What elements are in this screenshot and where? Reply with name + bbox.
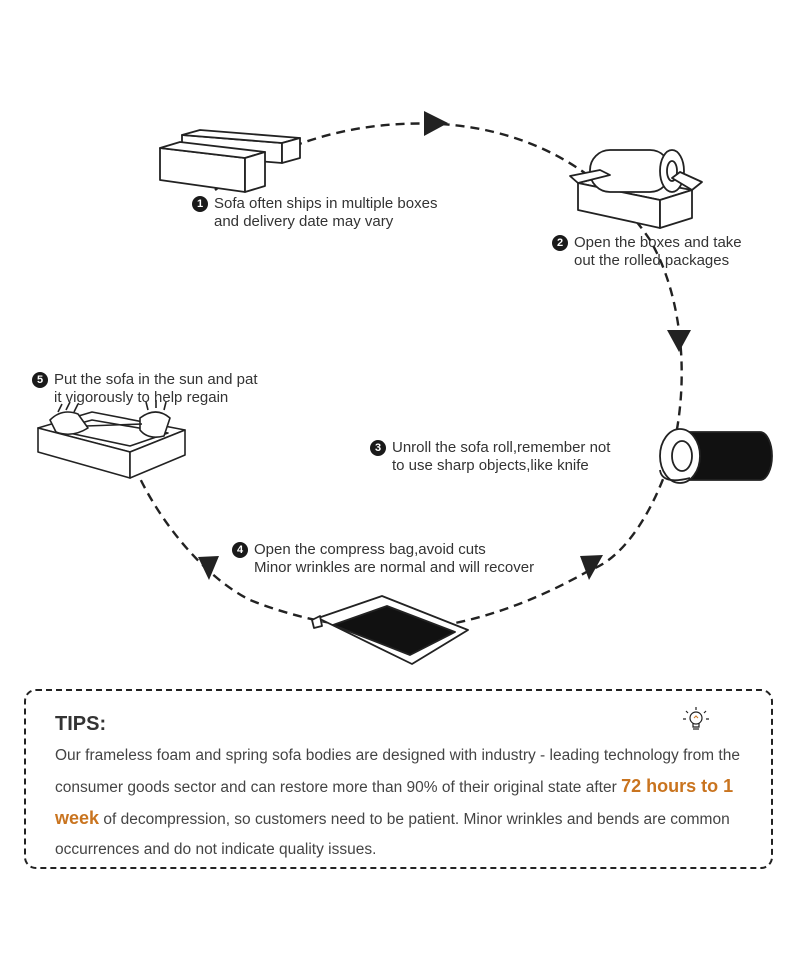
step-3: 3 Unroll the sofa roll,remember not to u… <box>370 439 610 475</box>
step-text-line: and delivery date may vary <box>214 213 394 230</box>
tips-paragraph: Our frameless foam and spring sofa bodie… <box>55 741 755 865</box>
shipping-boxes-icon <box>159 129 301 193</box>
cycle-path <box>128 122 683 630</box>
step-text-line: Minor wrinkles are normal and will recov… <box>254 559 535 576</box>
step-4: 4 Open the compress bag,avoid cuts Minor… <box>232 541 534 577</box>
sofa-roll-icon <box>659 428 773 484</box>
tips-highlight: 72 hours to 1 week <box>55 776 734 828</box>
arrow-head-3 <box>580 555 603 580</box>
step-2: 2 Open the boxes and take out the rolled… <box>552 234 742 270</box>
hands-pat-sofa-icon <box>37 400 186 479</box>
step-number-badge: 5 <box>32 372 48 388</box>
tips-box: TIPS: Our frameless foam and spring sofa… <box>24 689 773 869</box>
compress-bag-icon <box>311 595 469 665</box>
step-text-line: it vigorously to help regain <box>54 389 229 406</box>
step-number-badge: 2 <box>552 235 568 251</box>
arrow-head-2 <box>667 330 691 352</box>
arrow-head-4 <box>198 556 219 580</box>
process-cycle-diagram <box>37 111 773 665</box>
lightbulb-icon <box>683 707 709 730</box>
arrow-head-1 <box>424 111 448 136</box>
step-text-line: Sofa often ships in multiple boxes <box>214 195 438 212</box>
step-text-line: Open the compress bag,avoid cuts <box>254 541 486 558</box>
tips-title: TIPS: <box>55 713 107 735</box>
tips-text-after: of decompression, so customers need to b… <box>55 811 730 858</box>
step-number-badge: 4 <box>232 542 248 558</box>
step-text-line: Put the sofa in the sun and pat <box>54 371 258 388</box>
step-5: 5 Put the sofa in the sun and pat it vig… <box>32 371 257 407</box>
step-1: 1 Sofa often ships in multiple boxes and… <box>192 195 437 231</box>
step-text-line: to use sharp objects,like knife <box>392 457 589 474</box>
step-text-line: Unroll the sofa roll,remember not <box>392 439 611 456</box>
step-text-line: Open the boxes and take <box>574 234 742 251</box>
tips-text-before: Our frameless foam and spring sofa bodie… <box>55 747 740 796</box>
step-number-badge: 1 <box>192 196 208 212</box>
open-box-roll-icon <box>569 149 703 229</box>
step-number-badge: 3 <box>370 440 386 456</box>
step-text-line: out the rolled packages <box>574 252 730 269</box>
